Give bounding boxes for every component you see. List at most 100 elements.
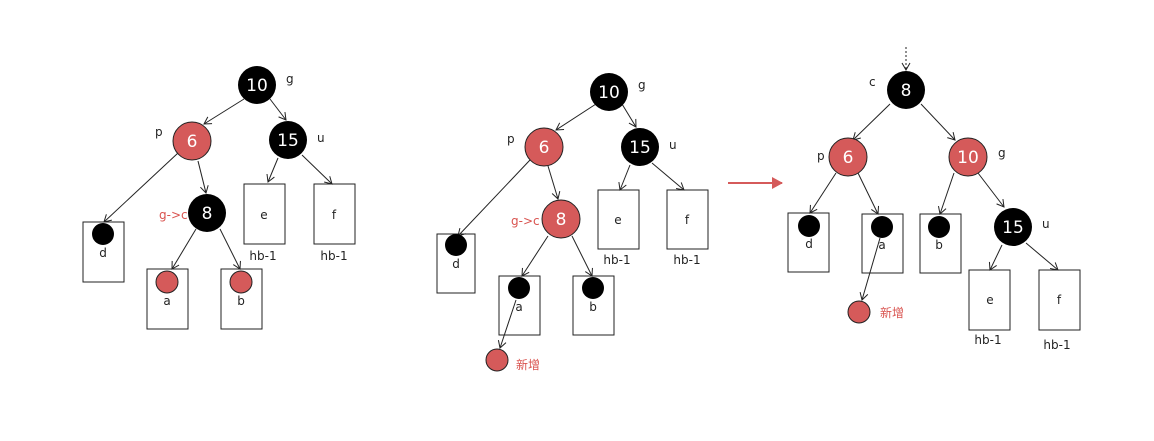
- subtree-box-f: [666, 189, 709, 250]
- leaf-dot-d: [798, 215, 820, 237]
- leaf-dot-b: [229, 270, 253, 294]
- subtree-box-b: [220, 268, 263, 330]
- node-6-label: 6: [843, 148, 854, 168]
- subtree-box-f: [313, 183, 356, 245]
- edge-6-d: [809, 172, 837, 214]
- label-g-to-c: g->c: [159, 208, 188, 222]
- leaf-dot-b: [928, 216, 950, 238]
- box-label-d: d: [452, 257, 460, 271]
- subtree-box-a: [146, 268, 189, 330]
- panel-2-nodes: 10 6 15 8 g p u g->c d a b e f hb-1 hb-1…: [445, 73, 701, 372]
- node-8: [541, 199, 581, 239]
- new-node: [847, 300, 871, 324]
- black-height-label-f: hb-1: [320, 249, 347, 263]
- box-label-e: e: [614, 213, 621, 227]
- leaf-dot-d: [445, 234, 467, 256]
- panel-2: [436, 103, 709, 349]
- subtree-box-b: [919, 213, 962, 274]
- leaf-dot-b: [582, 277, 604, 299]
- node-10: [238, 66, 276, 104]
- node-8-label: 8: [556, 210, 567, 230]
- edge-10-15: [269, 98, 287, 121]
- node-6: [828, 137, 868, 177]
- edge-15-f: [1025, 242, 1059, 271]
- node-15-label: 15: [1002, 218, 1024, 238]
- node-10: [590, 73, 628, 111]
- node-15-label: 15: [277, 131, 299, 151]
- subtree-box-f: [1038, 269, 1081, 331]
- node-10-label: 10: [598, 83, 620, 103]
- panel-3: [787, 47, 1081, 331]
- box-label-d: d: [805, 237, 813, 251]
- box-label-f: f: [1057, 293, 1062, 307]
- node-10-label: 10: [957, 148, 979, 168]
- black-height-label-f: hb-1: [673, 253, 700, 267]
- node-15: [994, 208, 1032, 246]
- label-u: u: [1042, 217, 1050, 231]
- label-g: g: [638, 78, 646, 92]
- box-label-f: f: [685, 213, 690, 227]
- subtree-box-b: [572, 275, 615, 336]
- subtree-box-a: [498, 275, 541, 336]
- edge-15-e: [618, 164, 631, 191]
- node-10: [948, 137, 988, 177]
- new-node: [485, 348, 509, 372]
- node-8: [887, 71, 925, 109]
- leaf-dot-d: [92, 223, 114, 245]
- box-label-d: d: [99, 246, 107, 260]
- node-8-label: 8: [901, 81, 912, 101]
- box-label-a: a: [878, 238, 885, 252]
- node-8-label: 8: [202, 204, 213, 224]
- box-label-f: f: [332, 208, 337, 222]
- box-label-e: e: [260, 208, 267, 222]
- panel-1: [82, 98, 356, 330]
- box-label-e: e: [986, 293, 993, 307]
- node-10-label: 10: [246, 76, 268, 96]
- edge-15-e: [988, 244, 1003, 271]
- subtree-box-e: [243, 183, 286, 245]
- subtree-box-d: [787, 212, 830, 273]
- label-c: c: [869, 75, 876, 89]
- label-g: g: [286, 72, 294, 86]
- edge-a-new: [497, 299, 517, 349]
- edge-6-a: [857, 172, 880, 215]
- box-label-b: b: [935, 238, 943, 252]
- edge-8-6: [852, 103, 891, 141]
- node-8: [188, 194, 226, 232]
- edge-10-6: [203, 98, 245, 125]
- edge-6-8: [197, 160, 209, 194]
- subtree-box-a: [861, 213, 904, 274]
- node-6-label: 6: [539, 138, 550, 158]
- edge-8-b: [219, 228, 241, 270]
- black-height-label-f: hb-1: [1043, 338, 1070, 352]
- new-node-label: 新增: [516, 357, 540, 372]
- node-15: [269, 121, 307, 159]
- label-p: p: [817, 149, 825, 163]
- box-label-a: a: [515, 300, 522, 314]
- label-p: p: [155, 125, 163, 139]
- edge-10-15: [621, 103, 637, 128]
- subtree-box-d: [82, 221, 125, 283]
- new-node-label: 新增: [880, 305, 904, 320]
- edge-10-6: [555, 103, 597, 131]
- edge-8-10: [920, 103, 956, 141]
- label-u: u: [317, 131, 325, 145]
- box-label-b: b: [237, 294, 245, 308]
- black-height-label-e: hb-1: [974, 333, 1001, 347]
- label-p: p: [507, 132, 515, 146]
- leaf-dot-a: [155, 270, 179, 294]
- edge-10-15: [977, 172, 1005, 208]
- box-label-a: a: [163, 294, 170, 308]
- box-label-b: b: [589, 300, 597, 314]
- label-u: u: [669, 138, 677, 152]
- edge-15-f: [301, 154, 333, 185]
- panel-1-nodes: 10 6 15 8 g p u g->c d a b e f hb-1 hb-1: [92, 66, 348, 308]
- edge-6-8: [547, 165, 561, 200]
- edge-8-a: [171, 228, 197, 270]
- panel-3-nodes: 8 6 10 15 c p g u d a b e f hb-1 hb-1 新增: [798, 71, 1071, 352]
- subtree-box-e: [968, 269, 1011, 331]
- edge-8-b: [571, 235, 593, 277]
- label-g: g: [998, 146, 1006, 160]
